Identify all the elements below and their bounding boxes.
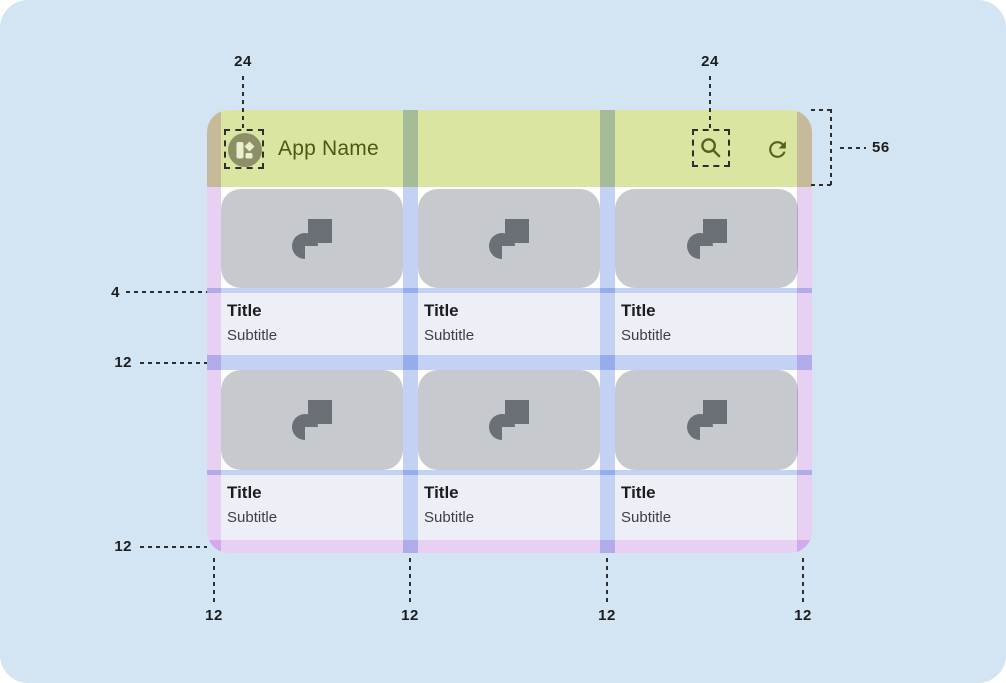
card[interactable]: Title Subtitle [418,189,600,355]
search-24dp-keyline [692,129,730,167]
image-placeholder-icon [292,400,332,440]
image-placeholder-icon [292,218,332,259]
dim-image-text-gap: 4 [111,284,120,301]
card[interactable]: Title Subtitle [221,370,403,540]
image-placeholder-icon [686,400,727,440]
dim-left-margin: 12 [205,607,223,624]
card-title: Title [621,301,656,320]
image-placeholder-icon [489,218,529,259]
leader-search-size [709,76,711,128]
dim-search-size: 24 [701,53,719,70]
card-title: Title [424,483,459,502]
leader-logo-size [242,76,244,128]
bracket-appbar-top [811,109,832,111]
image-placeholder-icon [686,218,727,259]
leader-right-margin [802,558,804,604]
bracket-appbar-bottom [811,184,832,186]
card-image-placeholder [615,370,798,470]
leader-image-text-gap [126,291,207,293]
card-text-block: Title Subtitle [221,293,403,355]
card-subtitle: Subtitle [621,509,672,526]
card-subtitle: Subtitle [621,327,672,344]
dim-right-margin: 12 [794,607,812,624]
refresh-button[interactable] [765,137,790,167]
card-text-block: Title Subtitle [221,475,403,540]
search-icon [701,138,721,158]
leader-bottom-margin [140,546,207,548]
bracket-appbar-side [830,109,832,186]
card-title: Title [424,301,459,320]
card-image-placeholder [221,189,403,288]
card-image-placeholder [615,189,798,288]
dim-row-gap: 12 [114,354,132,371]
leader-row-gap [140,362,207,364]
app-logo-button[interactable] [228,133,262,167]
app-title: App Name [278,137,379,160]
card-subtitle: Subtitle [424,327,475,344]
overlay-row-gap [207,355,812,370]
card-text-block: Title Subtitle [615,475,798,540]
leader-gutter-2 [606,558,608,604]
logo-24dp-keyline [224,129,264,169]
refresh-icon [769,141,786,158]
card-text-block: Title Subtitle [418,475,600,540]
app-logo-icon [236,141,254,158]
dim-bottom-margin: 12 [114,538,132,555]
card[interactable]: Title Subtitle [615,189,798,355]
card-subtitle: Subtitle [227,509,278,526]
card-text-block: Title Subtitle [418,293,600,355]
card-title: Title [227,483,262,502]
card-title: Title [227,301,262,320]
dim-gutter-2: 12 [598,607,616,624]
dim-gutter-1: 12 [401,607,419,624]
dim-appbar-height: 56 [872,139,890,156]
card-image-placeholder [221,370,403,470]
overlay-bottom-margin [207,540,812,553]
leader-appbar-height [840,147,866,149]
card[interactable]: Title Subtitle [418,370,600,540]
card[interactable]: Title Subtitle [615,370,798,540]
leader-gutter-1 [409,558,411,604]
card[interactable]: Title Subtitle [221,189,403,355]
card-subtitle: Subtitle [227,327,278,344]
card-title: Title [621,483,656,502]
card-text-block: Title Subtitle [615,293,798,355]
dim-logo-size: 24 [234,53,252,70]
search-button[interactable] [699,136,722,164]
card-image-placeholder [418,189,600,288]
app-layout-preview: App Name [207,110,812,553]
leader-left-margin [213,558,215,604]
image-placeholder-icon [489,400,529,440]
top-app-bar: App Name [207,110,812,187]
card-subtitle: Subtitle [424,509,475,526]
card-image-placeholder [418,370,600,470]
